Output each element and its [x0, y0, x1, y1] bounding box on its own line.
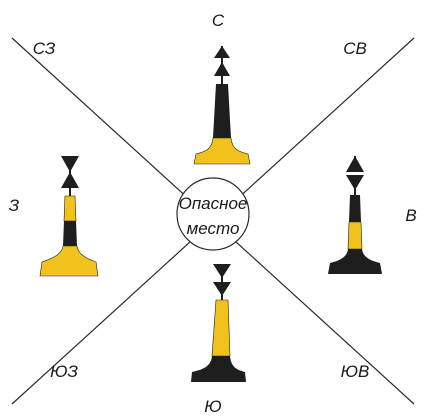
south-tower-yellow — [211, 299, 231, 357]
south-topmark-upper-cone-icon — [213, 264, 231, 278]
east-tower-yellow-middle — [347, 221, 363, 250]
east-cardinal-buoy — [328, 156, 382, 274]
north-topmark-lower-cone-icon — [214, 62, 230, 76]
north-tower-black — [213, 84, 231, 138]
east-topmark-upper-cone-icon — [346, 156, 364, 172]
direction-n: С — [212, 11, 225, 30]
direction-nw: СЗ — [33, 39, 56, 58]
east-tower-black-top — [349, 195, 361, 222]
south-base-black — [191, 356, 246, 382]
danger-circle — [176, 177, 250, 251]
west-tower-black-middle — [63, 221, 77, 246]
west-tower-yellow-top — [63, 195, 77, 222]
west-cardinal-buoy — [39, 156, 99, 277]
south-cardinal-buoy — [191, 264, 246, 382]
east-topmark-lower-cone-icon — [346, 175, 364, 190]
east-base-black — [328, 249, 382, 274]
north-base-yellow — [193, 137, 251, 165]
south-topmark-lower-cone-icon — [213, 282, 231, 296]
direction-e: В — [405, 206, 416, 225]
west-topmark-upper-cone-icon — [61, 156, 79, 172]
direction-s: Ю — [204, 397, 221, 416]
danger-label-line2: место — [187, 219, 240, 238]
direction-se: ЮВ — [341, 362, 370, 381]
direction-w: З — [9, 196, 20, 215]
direction-ne: СВ — [343, 39, 367, 58]
danger-label-line1: Опасное — [179, 194, 248, 213]
direction-sw: ЮЗ — [50, 362, 78, 381]
west-topmark-lower-cone-icon — [61, 172, 79, 188]
north-topmark-upper-cone-icon — [214, 46, 230, 58]
north-cardinal-buoy — [193, 46, 251, 165]
west-base-yellow — [39, 245, 99, 277]
